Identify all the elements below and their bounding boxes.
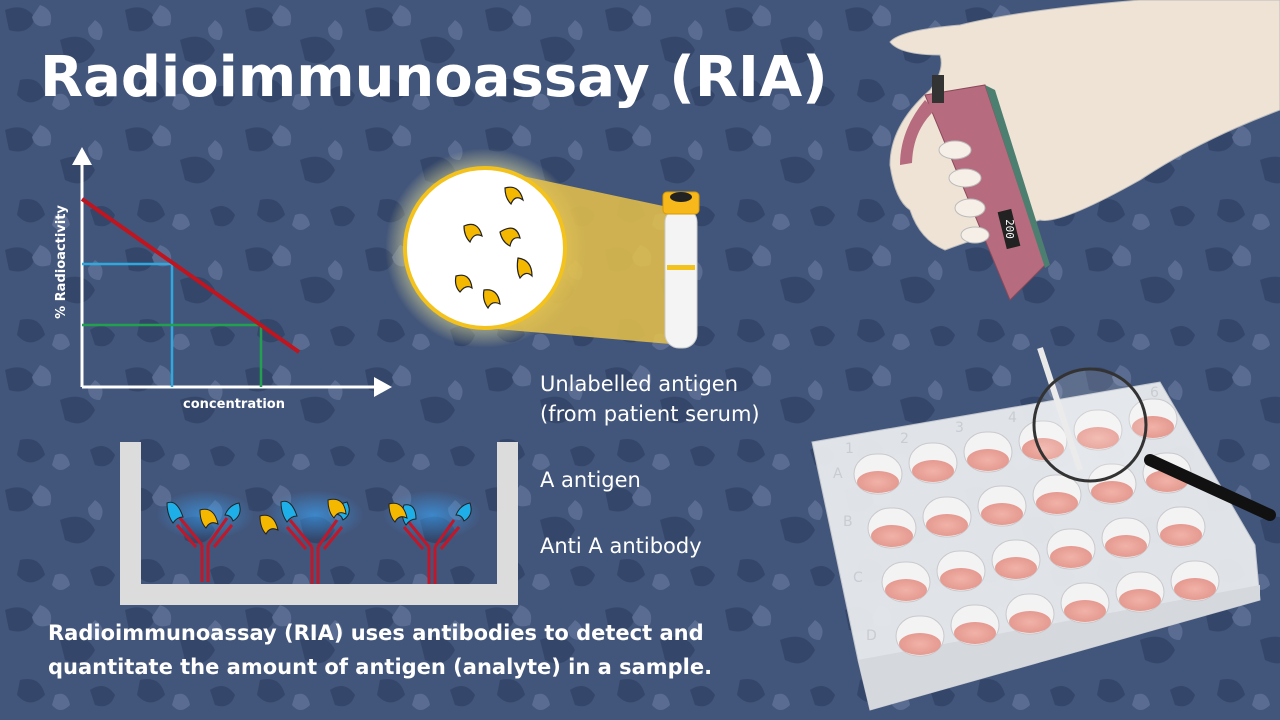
plate-well: [1156, 506, 1206, 548]
row-label: B: [843, 514, 853, 530]
magnified-serum-sample: [385, 148, 700, 349]
plate-well: [991, 539, 1041, 581]
plate-well: [1170, 560, 1220, 602]
pipette-side: [985, 85, 1050, 268]
plate-well: [895, 615, 945, 657]
antigen-icon: [166, 501, 184, 524]
plate-well: [963, 431, 1013, 473]
plate-well: [853, 453, 903, 495]
antigen-icon: [259, 514, 279, 535]
antibody-icon: [175, 517, 234, 582]
antigen-icon: [388, 502, 408, 523]
antigen-icon: [463, 223, 483, 244]
column-label: 1: [845, 441, 854, 457]
volume-display: [997, 208, 1021, 250]
plate-well: [1087, 463, 1137, 505]
plate-well: [1115, 571, 1165, 613]
caption-line-1: Radioimmunoassay (RIA) uses antibodies t…: [48, 621, 704, 645]
magnifying-glass-icon: [1032, 367, 1276, 521]
caption-line-2: quantitate the amount of antigen (analyt…: [48, 655, 712, 679]
unlabelled-antigen-label: Unlabelled antigen: [540, 372, 738, 396]
antigen-icon: [454, 274, 473, 293]
column-label: 2: [900, 431, 909, 447]
column-label: 4: [1008, 410, 1017, 426]
row-label: C: [853, 570, 863, 586]
antibody-1: [155, 490, 255, 582]
plunger: [932, 75, 944, 103]
plate-well: [936, 550, 986, 592]
plate-well: [922, 496, 972, 538]
antigen-icon: [455, 502, 472, 522]
antibody-2: [259, 490, 365, 584]
plate-well: [950, 604, 1000, 646]
a-antigen-label: A antigen: [540, 468, 641, 492]
y-axis-label: % Radioactivity: [54, 205, 69, 319]
plate-well: [867, 507, 917, 549]
y-axis-arrow-icon: [72, 147, 92, 165]
row-labels: A B C D: [833, 466, 877, 644]
plate-well: [1060, 582, 1110, 624]
antibody-3: [382, 490, 482, 584]
plate-well: [908, 442, 958, 484]
x-axis-label: concentration: [183, 397, 285, 412]
magnifier-circle: [403, 166, 567, 330]
well-walls: [120, 442, 518, 605]
plate-well: [1018, 420, 1068, 462]
plate-well: [977, 485, 1027, 527]
column-labels: 1 2 3 4 6: [845, 385, 1159, 457]
antigen-icon: [482, 289, 501, 310]
plate-well: [1101, 517, 1151, 559]
plate-well: [881, 561, 931, 603]
antigen-icon: [280, 500, 298, 523]
column-label: 6: [1150, 385, 1159, 401]
plate-well: [1005, 593, 1055, 635]
unlabelled-antigens: [454, 186, 533, 310]
row-label: A: [833, 466, 843, 482]
pipette-finger-hook: [900, 100, 935, 165]
row-label: D: [866, 628, 877, 644]
x-axis-arrow-icon: [374, 377, 392, 397]
antigen-icon: [499, 227, 521, 247]
antigen-icon: [504, 186, 524, 206]
antigen-icon: [327, 498, 347, 519]
plate-well: [1128, 398, 1178, 440]
standard-curve-graph: % Radioactivity concentration: [54, 147, 392, 412]
column-label: 3: [955, 420, 964, 436]
pipette-tip: [1037, 347, 1083, 471]
standard-curve-line: [80, 197, 301, 354]
plate-well: [1073, 409, 1123, 451]
patient-serum-label: (from patient serum): [540, 402, 760, 426]
antigen-icon: [199, 508, 219, 529]
antibody-icon: [285, 519, 344, 584]
antigen-icon: [224, 502, 241, 522]
anti-a-antibody-label: Anti A antibody: [540, 534, 702, 558]
antibody-icon: [402, 519, 461, 584]
assay-well: [120, 442, 518, 605]
volume-display-value: 200: [1003, 219, 1016, 239]
hand-with-pipette: 200: [889, 0, 1280, 471]
antigen-icon: [516, 257, 533, 280]
wells: [853, 398, 1220, 657]
fingers: [938, 140, 990, 244]
plate-well: [1046, 528, 1096, 570]
plate-well: [1032, 474, 1082, 516]
page-title: Radioimmunoassay (RIA): [40, 45, 828, 110]
sample-tube: [662, 191, 700, 349]
